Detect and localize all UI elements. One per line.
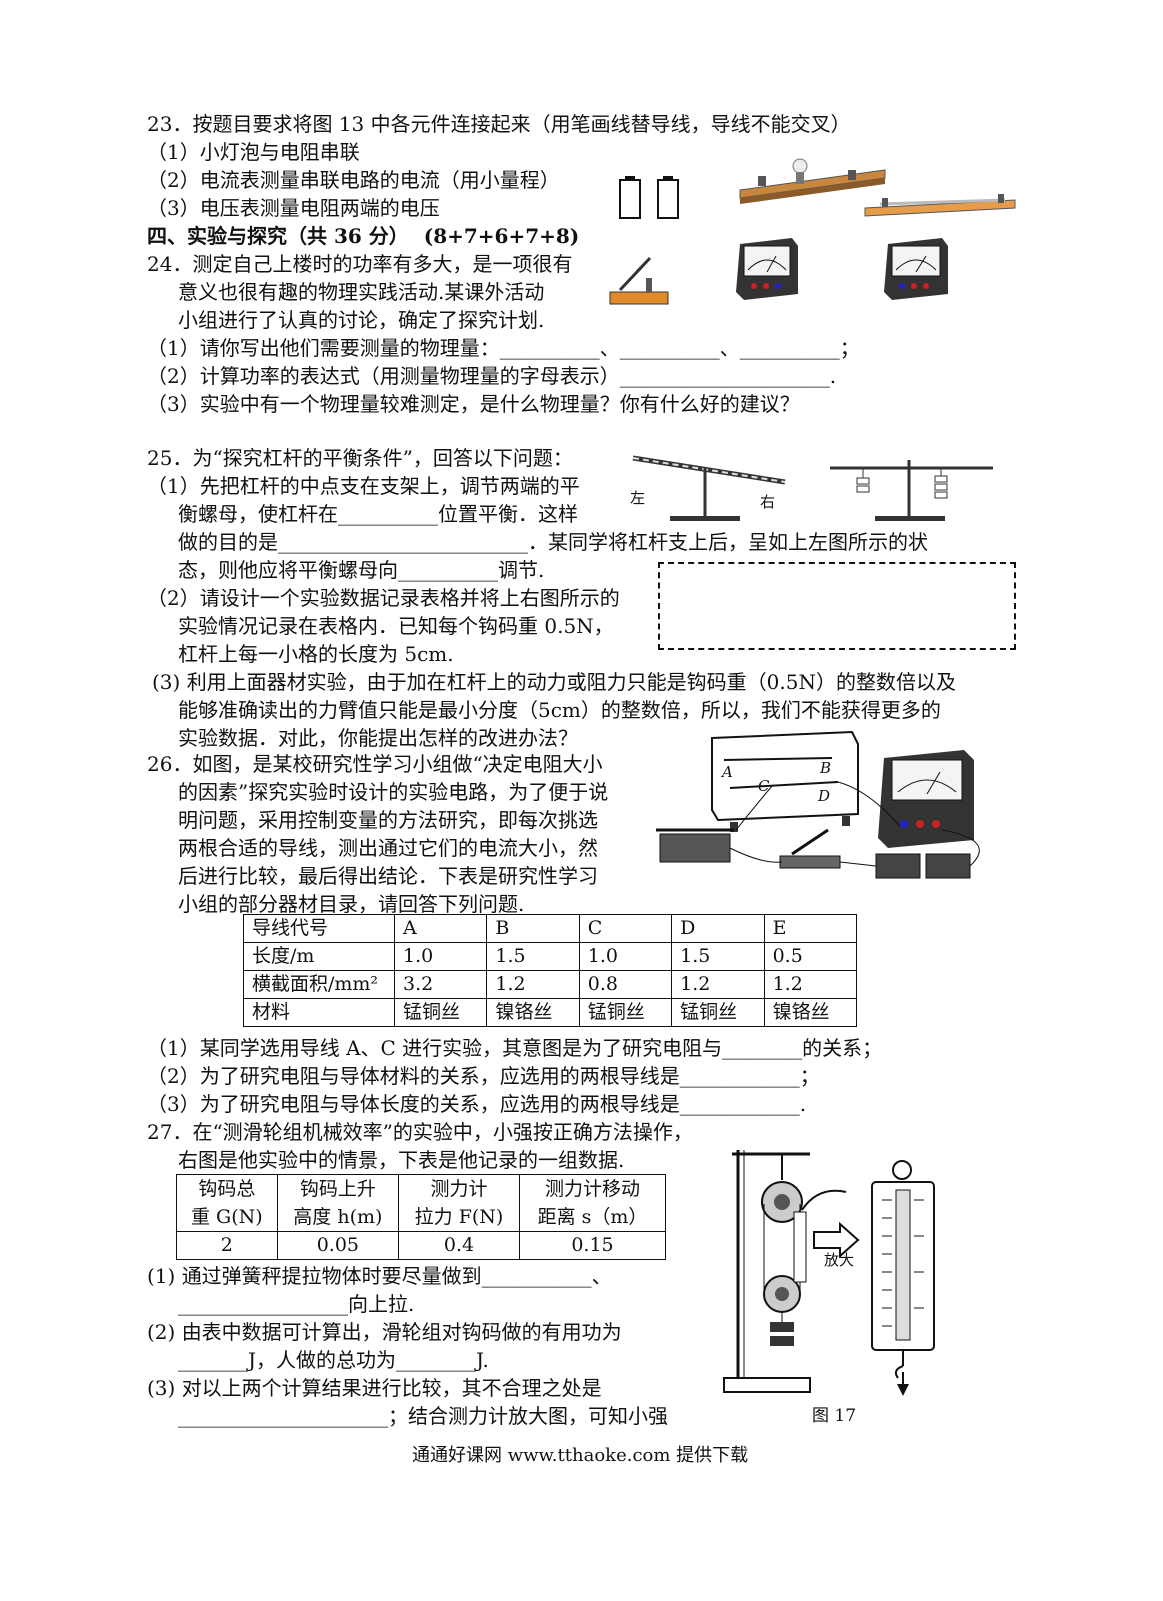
table-row: 材料 锰铜丝 镍铬丝 锰铜丝 锰铜丝 镍铬丝 [243, 998, 858, 1027]
battery-icon [657, 179, 679, 219]
magnify-label: 放大 [824, 1251, 855, 1269]
q25-line-1: 25．为“探究杠杆的平衡条件”，回答以下问题： [147, 446, 573, 470]
table-cell: 锰铜丝 [393, 998, 488, 1027]
q25-line-11: 实验数据．对此，你能提出怎样的改进办法？ [178, 726, 578, 750]
q27-item-3: (3) 对以上两个计算结果进行比较，其不合理之处是 [147, 1376, 602, 1400]
q27-item-3b: _____________________；结合测力计放大图，可知小强 [178, 1404, 668, 1428]
page-footer: 通通好课网 www.tthaoke.com 提供下载 [412, 1445, 749, 1466]
q24-item-2: （2）计算功率的表达式（用测量物理量的字母表示）________________… [147, 364, 837, 388]
q26-item-2: （2）为了研究电阻与导体材料的关系，应选用的两根导线是____________； [147, 1064, 820, 1088]
table-header-cell: 钩码上升高度 h(m) [276, 1174, 400, 1232]
table-cell: 长度/m [243, 942, 395, 971]
q26-line-5: 后进行比较，最后得出结论．下表是研究性学习 [178, 864, 598, 888]
voltmeter-icon [884, 238, 948, 300]
ammeter-icon [736, 238, 798, 300]
lever-right-label: 右 [760, 493, 776, 511]
table-cell: 1.2 [671, 970, 765, 999]
table-cell: 1.0 [578, 942, 673, 971]
lever-figures [632, 455, 993, 521]
table-cell: 0.15 [518, 1231, 667, 1260]
table-cell: 1.5 [486, 942, 580, 971]
q23-item-3: （3）电压表测量电阻两端的电压 [147, 196, 440, 220]
q26-line-4: 两根合适的导线，测出通过它们的电流大小，然 [178, 836, 598, 860]
q27-item-2: (2) 由表中数据可计算出，滑轮组对钩码做的有用功为 [147, 1320, 622, 1344]
q27-line-1: 27．在“测滑轮组机械效率”的实验中，小强按正确方法操作， [147, 1120, 693, 1144]
table-row: 横截面积/mm² 3.2 1.2 0.8 1.2 1.2 [243, 970, 858, 999]
section-title: 四、实验与探究（共 36 分） (8+7+6+7+8) [147, 224, 580, 248]
table-cell: 镍铬丝 [486, 998, 580, 1027]
table-cell: B [486, 914, 580, 943]
table-cell: 锰铜丝 [671, 998, 765, 1027]
pulley-figure [723, 1150, 935, 1396]
table-cell: 导线代号 [243, 914, 395, 943]
circuit-components-figure [609, 158, 1016, 305]
table-cell: A [393, 914, 488, 943]
table-cell: 0.05 [276, 1231, 400, 1260]
table-cell: E [763, 914, 858, 943]
q24-line-1: 24．测定自己上楼时的功率有多大，是一项很有 [147, 252, 573, 276]
wire-label-b: B [820, 759, 832, 777]
table-cell: 2 [176, 1231, 278, 1260]
table-row: 导线代号 A B C D E [243, 914, 858, 943]
table-cell: 1.2 [486, 970, 580, 999]
q25-line-9: (3) 利用上面器材实验，由于加在杠杆上的动力或阻力只能是钩码重（0.5N）的整… [152, 670, 956, 694]
q27-line-2: 右图是他实验中的情景，下表是他记录的一组数据. [178, 1148, 625, 1172]
q27-item-1: (1) 通过弹簧秤提拉物体时要尽量做到___________、 [147, 1264, 612, 1288]
q27-item-1b: _________________向上拉. [178, 1292, 415, 1316]
table-cell: 1.2 [763, 970, 858, 999]
q24-line-3: 小组进行了认真的讨论，确定了探究计划. [178, 308, 545, 332]
table-cell: D [671, 914, 765, 943]
table-cell: 锰铜丝 [578, 998, 673, 1027]
table-header-cell: 测力计拉力 F(N) [398, 1174, 520, 1232]
table-row: 长度/m 1.0 1.5 1.0 1.5 0.5 [243, 942, 858, 971]
wire-label-c: C [758, 777, 770, 795]
q24-item-1: （1）请你写出他们需要测量的物理量：__________、__________、… [147, 336, 860, 360]
table-header-cell: 钩码总重 G(N) [176, 1174, 278, 1232]
table-cell: 0.8 [578, 970, 673, 999]
table-answer-box [658, 562, 1016, 650]
q23-item-1: （1）小灯泡与电阻串联 [147, 140, 360, 164]
magnify-arrow-icon [813, 1221, 860, 1259]
q25-line-6: （2）请设计一个实验数据记录表格并将上右图所示的 [147, 586, 620, 610]
table-cell: 0.5 [763, 942, 858, 971]
wire-label-a: A [722, 763, 733, 781]
table-cell: 镍铬丝 [763, 998, 858, 1027]
resistance-circuit-figure [656, 730, 980, 879]
battery-icon [619, 179, 641, 219]
q25-line-3: 衡螺母，使杠杆在__________位置平衡．这样 [178, 502, 578, 526]
table-cell: 1.5 [671, 942, 765, 971]
q24-line-2: 意义也很有趣的物理实践活动.某课外活动 [178, 280, 545, 304]
table-cell: 0.4 [398, 1231, 520, 1260]
lever-left-label: 左 [630, 489, 646, 507]
table-cell: 1.0 [393, 942, 488, 971]
q26-line-6: 小组的部分器材目录，请回答下列问题. [178, 892, 525, 916]
q26-line-2: 的因素”探究实验时设计的实验电路，为了便于说 [178, 780, 609, 804]
pulley-table: 钩码总重 G(N) 钩码上升高度 h(m) 测力计拉力 F(N) 测力计移动距离… [176, 1174, 667, 1260]
q24-item-3: （3）实验中有一个物理量较难测定，是什么物理量？你有什么好的建议？ [147, 392, 800, 416]
q23-item-2: （2）电流表测量串联电路的电流（用小量程） [147, 168, 560, 192]
q26-item-1: （1）某同学选用导线 A、C 进行实验，其意图是为了研究电阻与________的… [147, 1036, 883, 1060]
q27-item-2b: _______J，人做的总功为________J. [178, 1348, 489, 1372]
q26-item-3: （3）为了研究电阻与导体长度的关系，应选用的两根导线是____________. [147, 1092, 807, 1116]
q26-line-3: 明问题，采用控制变量的方法研究，即每次挑选 [178, 808, 598, 832]
q25-line-10: 能够准确读出的力臂值只能是最小分度（5cm）的整数倍，所以，我们不能获得更多的 [178, 698, 941, 722]
switch-icon [609, 291, 669, 305]
table-cell: 材料 [243, 998, 395, 1027]
table-header-cell: 测力计移动距离 s（m） [518, 1174, 667, 1232]
table-cell: 横截面积/mm² [243, 970, 395, 999]
wire-table: 导线代号 A B C D E 长度/m 1.0 1.5 1.0 1.5 0.5 … [243, 914, 858, 1027]
q25-line-2: （1）先把杠杆的中点支在支架上，调节两端的平 [147, 474, 580, 498]
table-row: 钩码总重 G(N) 钩码上升高度 h(m) 测力计拉力 F(N) 测力计移动距离… [176, 1174, 667, 1232]
q25-line-8: 杠杆上每一小格的长度为 5cm. [178, 642, 454, 666]
q26-line-1: 26．如图，是某校研究性学习小组做“决定电阻大小 [147, 752, 603, 776]
figure-caption: 图 17 [812, 1406, 857, 1426]
q25-line-7: 实验情况记录在表格内．已知每个钩码重 0.5N， [178, 614, 614, 638]
table-row: 2 0.05 0.4 0.15 [176, 1231, 667, 1260]
q23-title: 23．按题目要求将图 13 中各元件连接起来（用笔画线替导线，导线不能交叉） [147, 112, 851, 136]
table-cell: C [578, 914, 673, 943]
q25-line-4: 做的目的是_________________________．某同学将杠杆支上后… [178, 530, 928, 554]
q25-line-5: 态，则他应将平衡螺母向__________调节. [178, 558, 545, 582]
wire-label-d: D [818, 787, 831, 805]
table-cell: 3.2 [393, 970, 488, 999]
